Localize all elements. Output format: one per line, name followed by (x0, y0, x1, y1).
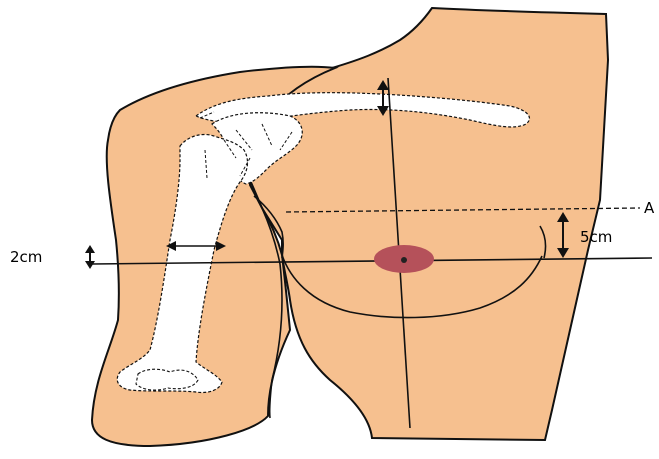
elbow-bone (136, 369, 198, 390)
nipple (401, 257, 407, 263)
right-measure-label: 5cm (580, 228, 612, 246)
reference-line-label: A (644, 199, 655, 217)
two-cm-arrow (85, 245, 95, 269)
left-measure-label: 2cm (10, 248, 42, 266)
